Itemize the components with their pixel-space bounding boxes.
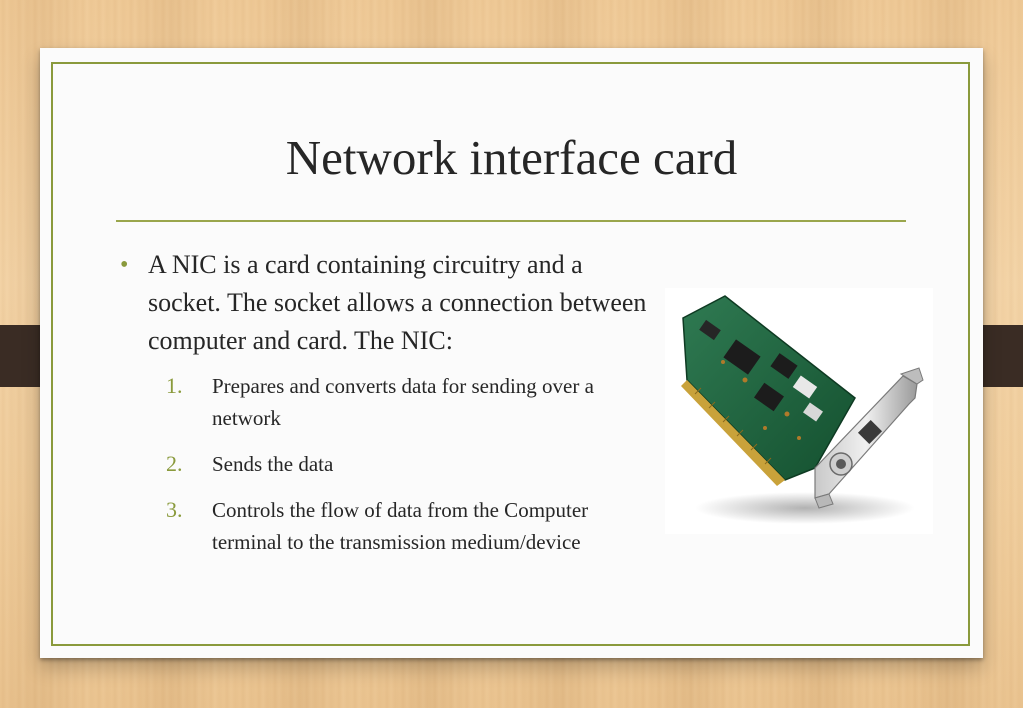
item-text: Prepares and converts data for sending o… [212, 374, 594, 430]
item-number: 1. [166, 373, 183, 398]
slide-frame [51, 62, 970, 646]
nic-card-illustration [681, 295, 924, 524]
numbered-item: 2. Sends the data [166, 448, 632, 480]
item-number: 3. [166, 497, 183, 522]
bullet-text: A NIC is a card containing circuitry and… [148, 250, 647, 355]
bullet-marker: • [120, 252, 129, 278]
item-number: 2. [166, 451, 183, 476]
slide-content: • A NIC is a card containing circuitry a… [120, 246, 650, 572]
nic-card-image [665, 288, 933, 534]
numbered-item: 3. Controls the flow of data from the Co… [166, 494, 632, 558]
slide-title: Network interface card [285, 130, 738, 185]
title-divider [116, 220, 906, 222]
slide: Network interface card • A NIC is a card… [40, 48, 983, 658]
item-text: Controls the flow of data from the Compu… [212, 498, 589, 554]
numbered-item: 1. Prepares and converts data for sendin… [166, 370, 632, 434]
bullet-item: • A NIC is a card containing circuitry a… [120, 246, 650, 360]
numbered-list: 1. Prepares and converts data for sendin… [120, 370, 650, 558]
item-text: Sends the data [212, 452, 334, 476]
